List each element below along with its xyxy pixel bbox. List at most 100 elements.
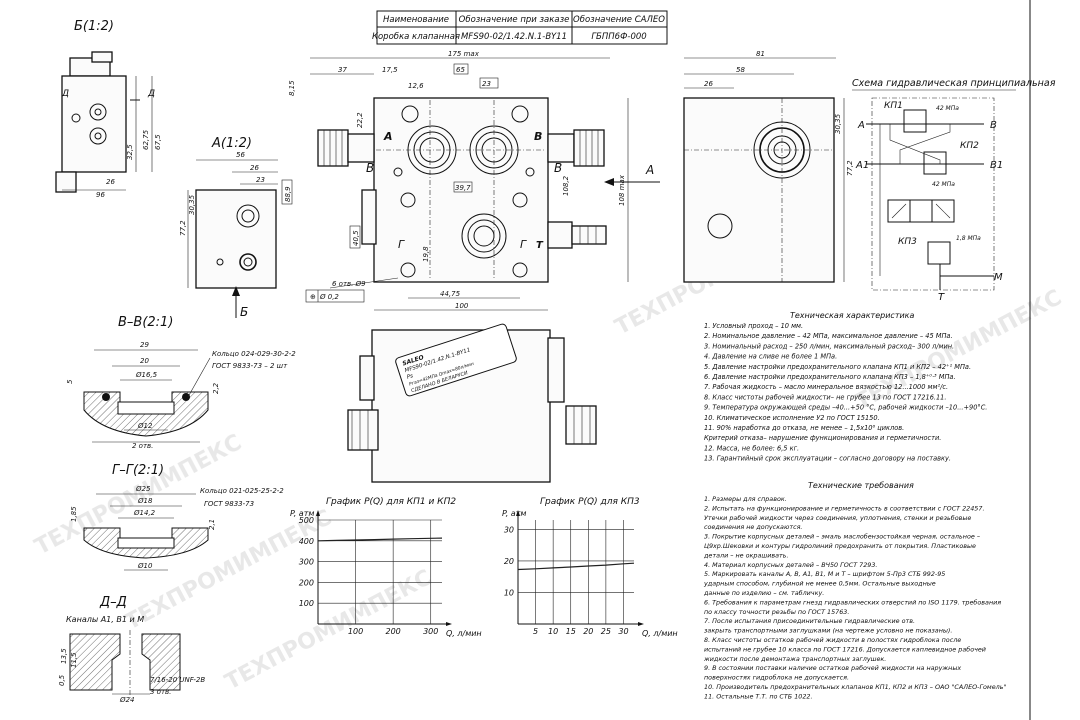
dim: 0,5 bbox=[58, 674, 66, 686]
arrow-b-label: Б bbox=[240, 305, 248, 319]
dim: Ø16,5 bbox=[135, 371, 158, 379]
tech-line: 5. Давление настройки предохранительного… bbox=[704, 363, 971, 371]
dim: 96 bbox=[96, 191, 105, 199]
svg-text:⊕: ⊕ bbox=[310, 293, 316, 301]
req-line: 1. Размеры для справок. bbox=[704, 495, 787, 503]
req-line: 7. После испытания присоединительные гид… bbox=[704, 617, 915, 625]
table-cell-saleo: ГБПП6Ф-000 bbox=[591, 32, 646, 42]
scheme-kp3: КП3 bbox=[898, 237, 917, 247]
scheme-label-b1: B1 bbox=[990, 160, 1003, 171]
y-tick-label: 200 bbox=[299, 578, 314, 587]
port-label-b: B bbox=[534, 130, 542, 143]
y-axis-arrow bbox=[516, 510, 520, 516]
section-mark-v: В bbox=[554, 161, 562, 175]
req-line: 4. Материал корпусных деталей – ВЧ50 ГОС… bbox=[704, 561, 877, 569]
hydraulic-scheme: Схема гидравлическая принципиальная A B … bbox=[852, 78, 1056, 303]
dim: Ø12 bbox=[137, 422, 153, 430]
tech-line: 4. Давление на сливе не более 1 МПа. bbox=[704, 353, 837, 361]
tech-requirements: Технические требования 1. Размеры для сп… bbox=[703, 481, 1007, 700]
dim: 81 bbox=[756, 50, 765, 58]
tech-line: 8. Класс чистоты рабочей жидкости– не гр… bbox=[704, 393, 946, 401]
series-line bbox=[317, 537, 443, 542]
req-line: 9. В состоянии поставки наличие остатков… bbox=[704, 664, 961, 672]
dim: 40,5 bbox=[352, 230, 360, 246]
y-tick-label: 400 bbox=[299, 537, 314, 546]
req-line: поверхностях гидроблока не допускается. bbox=[704, 674, 849, 682]
y-tick-label: 500 bbox=[299, 516, 314, 525]
scheme-p42a: 42 МПа bbox=[936, 105, 959, 112]
dim: 30,35 bbox=[834, 113, 842, 134]
x-tick-label: 300 bbox=[423, 627, 438, 636]
view-a: А(1:2) 56 26 23 77,2 30,35 Б bbox=[179, 136, 278, 319]
section-dd-caption: Каналы А1, В1 и М bbox=[66, 615, 144, 624]
dim: 8,15 bbox=[288, 80, 296, 96]
plate-line3: Ps bbox=[406, 373, 414, 381]
scheme-p18: 1,8 МПа bbox=[956, 235, 981, 242]
dim: 32,5 bbox=[126, 144, 134, 160]
x-tick-label: 20 bbox=[583, 627, 593, 636]
dim: 58 bbox=[736, 66, 745, 74]
scheme-label-a1: A1 bbox=[855, 160, 869, 171]
arrow-a-label: А bbox=[645, 163, 654, 177]
req-line: Ц9хр.Шековки и контуры гидролиний предох… bbox=[704, 542, 976, 550]
table-cell-name: Коробка клапанная bbox=[372, 32, 460, 42]
tech-characteristics: Техническая характеристика 1. Условный п… bbox=[704, 311, 987, 463]
tech-line: 3. Номинальный расход – 250 л/мин, макси… bbox=[704, 342, 954, 350]
chart2-title: График P(Q) для КП3 bbox=[540, 497, 640, 507]
tech-line: 7. Рабочая жидкость – масло минеральное … bbox=[704, 383, 948, 391]
chart2-xlabel: Q, л/мин bbox=[642, 629, 678, 638]
tech-line: 11. 90% наработка до отказа, не менее – … bbox=[704, 424, 904, 432]
tech-line: 10. Климатическое исполнение У2 по ГОСТ … bbox=[704, 414, 880, 422]
req-line: по классу точности резьбы по ГОСТ 15763. bbox=[704, 608, 849, 616]
port-label-t: T bbox=[536, 240, 544, 251]
req-line: 5. Маркировать каналы А, В, А1, В1, М и … bbox=[704, 570, 945, 578]
view-b: Б(1:2) Д Д 32,5 62,75 67,5 26 96 bbox=[55, 19, 162, 199]
dim: 2 отв. bbox=[132, 442, 153, 450]
req-line: Утечки рабочей жидкости через соединения… bbox=[704, 514, 971, 522]
scheme-p42b: 42 МПа bbox=[932, 181, 955, 188]
dim: 17,5 bbox=[382, 66, 398, 74]
scheme-kp2: КП2 bbox=[960, 141, 979, 151]
dim-overall: 175 max bbox=[448, 50, 480, 58]
table-header-saleo: Обозначение САЛЕО bbox=[573, 15, 665, 25]
holes-note: 6 отв. Ø9 bbox=[332, 280, 366, 288]
dim: 22,2 bbox=[356, 112, 364, 128]
dim: 44,75 bbox=[440, 290, 461, 298]
dim: Ø10 bbox=[137, 562, 153, 570]
section-mark-v: В bbox=[366, 161, 374, 175]
chart1-ylabel: P, атм bbox=[290, 509, 314, 518]
scheme-label-a: A bbox=[857, 120, 865, 131]
section-mark-g: Г bbox=[520, 238, 527, 251]
section-vv-title: В–В(2:1) bbox=[118, 315, 173, 330]
dim: 11,5 bbox=[70, 652, 78, 668]
req-line: испытаний не грубее 10 класса по ГОСТ 17… bbox=[704, 645, 986, 653]
view-b-label: Б(1:2) bbox=[74, 19, 114, 34]
dim: 20 bbox=[140, 357, 149, 365]
y-tick-label: 20 bbox=[504, 557, 514, 566]
tech-line: 12. Масса, не более: 6,5 кг. bbox=[704, 444, 799, 452]
table-header-name: Наименование bbox=[383, 15, 449, 25]
section-mark-d: Д bbox=[61, 89, 69, 99]
bottom-view: SALEO MFS90-02/1.42.N.1-BY11 Ps Ргаз=42М… bbox=[347, 323, 597, 483]
x-tick-label: 200 bbox=[386, 627, 401, 636]
dim: 39,7 bbox=[455, 184, 471, 192]
section-vv: В–В(2:1) 29 20 Ø16,5 Ø12 2 отв. 5 2,2 Ко… bbox=[66, 315, 296, 450]
dim: 100 bbox=[455, 302, 469, 310]
req-line: 6. Требования к параметрам гнезд гидравл… bbox=[704, 598, 1001, 606]
y-axis-arrow bbox=[316, 510, 320, 516]
table-cell-order: MFS90-02/1.42.N.1-BY11 bbox=[461, 32, 567, 42]
dim: 29 bbox=[140, 341, 149, 349]
dim: 23 bbox=[256, 176, 265, 184]
dim: 2,2 bbox=[212, 382, 220, 394]
tech-line: 13. Гарантийный срок эксплуатации – согл… bbox=[704, 455, 951, 463]
section-mark-g: Г bbox=[398, 238, 405, 251]
y-tick-label: 10 bbox=[504, 588, 514, 597]
side-view: 81 58 26 30,35 77,2 bbox=[683, 50, 854, 283]
req-line: соединения не допускаются. bbox=[704, 523, 802, 531]
req-line: 3. Покрытие корпусных деталей – эмаль ма… bbox=[704, 533, 980, 541]
tech-title: Техническая характеристика bbox=[790, 311, 915, 320]
watermark: ТЕХПРОМИМПЕКС bbox=[221, 565, 436, 695]
y-tick-label: 300 bbox=[299, 558, 314, 567]
